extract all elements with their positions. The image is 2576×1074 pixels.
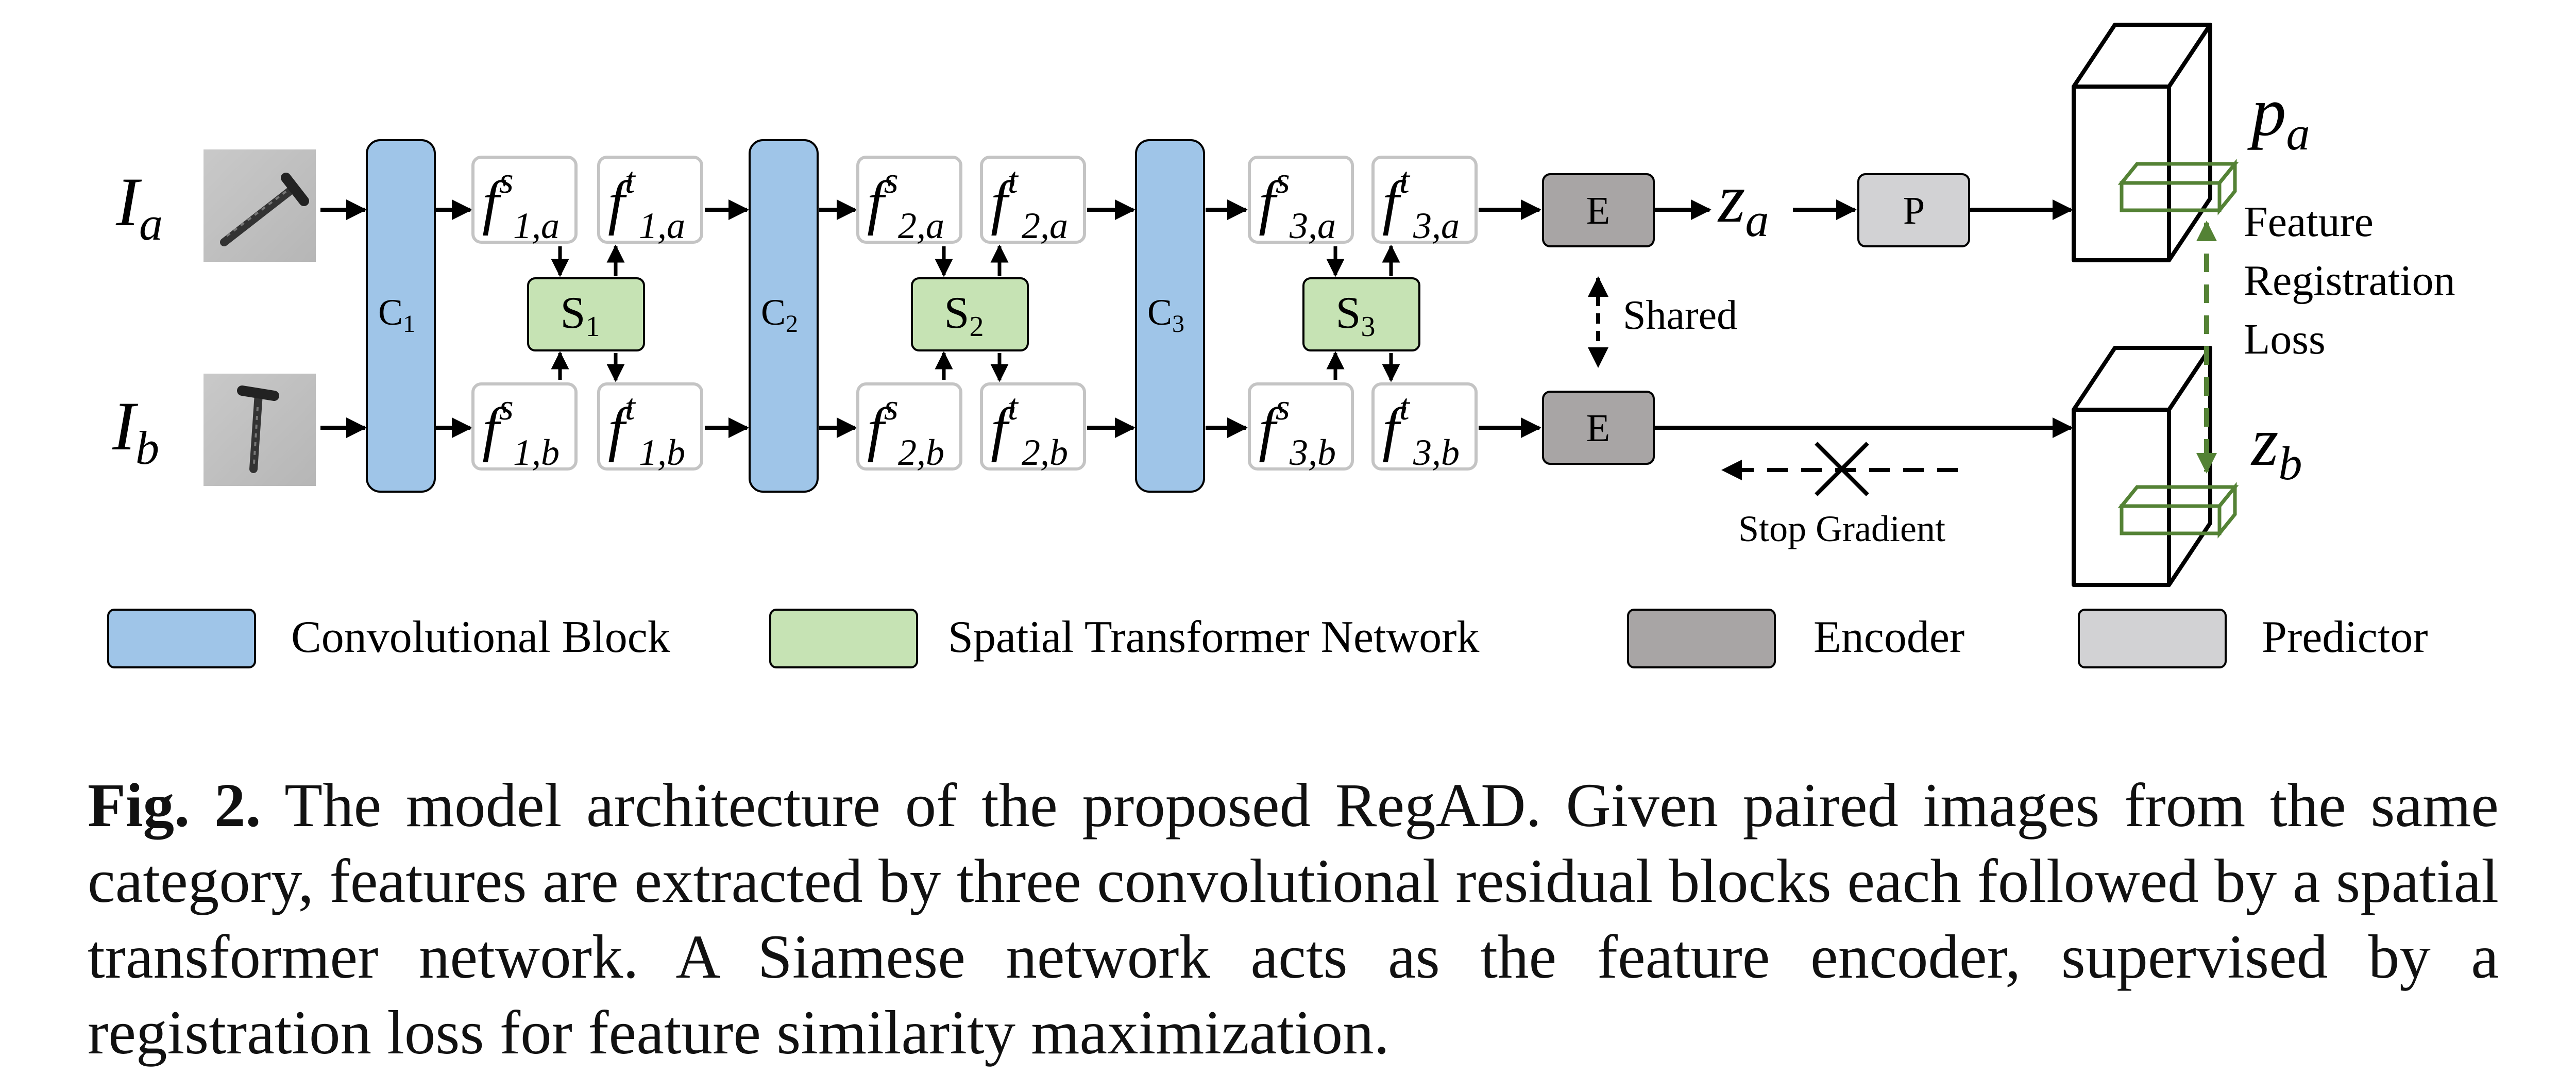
z-a-label: za: [1717, 160, 1769, 246]
conv-block-1: C1: [366, 139, 436, 493]
input-label-a: Ia: [115, 164, 163, 250]
svg-text:Feature: Feature: [2244, 198, 2374, 246]
feature-f2b-s: fs2,b: [856, 382, 962, 473]
feature-cube-pa: [2072, 23, 2212, 262]
svg-text:C2: C2: [761, 292, 798, 338]
svg-text:Predictor: Predictor: [2262, 612, 2428, 662]
figure-caption: Fig. 2. The model architecture of the pr…: [88, 768, 2499, 1071]
legend-item-stn: Spatial Transformer Network: [769, 609, 1479, 668]
input-image-a: [204, 149, 316, 262]
svg-text:E: E: [1586, 407, 1610, 450]
conv-block-2: C2: [749, 139, 819, 493]
feature-cube-zb: [2072, 346, 2212, 587]
legend-item-predictor: Predictor: [2078, 609, 2428, 668]
predictor-block: P: [1857, 173, 1970, 247]
svg-text:fs2,a: fs2,a: [867, 160, 944, 246]
svg-text:S1: S1: [561, 288, 600, 343]
feature-f2a-t: ft2,a: [980, 156, 1086, 246]
input-image-b: [204, 374, 316, 486]
feature-f1a-s: fs1,a: [471, 156, 578, 246]
svg-text:S2: S2: [944, 288, 984, 343]
svg-text:P: P: [1903, 189, 1925, 232]
caption-label: Fig. 2.: [88, 771, 261, 840]
svg-text:fs1,a: fs1,a: [482, 160, 560, 246]
svg-text:C1: C1: [378, 292, 415, 338]
loss-label: Feature Registration Loss: [2244, 198, 2455, 363]
svg-text:C3: C3: [1147, 292, 1184, 338]
caption-text: The model architecture of the proposed R…: [88, 771, 2499, 1067]
encoder-bottom: E: [1542, 391, 1655, 465]
feature-f3b-t: ft3,b: [1371, 382, 1478, 473]
stn-block-1: S1: [527, 277, 645, 351]
svg-text:Stop Gradient: Stop Gradient: [1738, 508, 1945, 549]
feature-f1b-t: ft1,b: [597, 382, 703, 473]
feature-f2b-t: ft2,b: [980, 382, 1086, 473]
stop-gradient: Stop Gradient: [1721, 442, 1958, 549]
shared-label: Shared: [1623, 293, 1737, 338]
encoder-top: E: [1542, 173, 1655, 247]
feature-f3a-s: fs3,a: [1248, 156, 1354, 246]
svg-text:ft3,b: ft3,b: [1382, 387, 1460, 473]
feature-patch-zb: [2117, 482, 2239, 539]
legend: Convolutional Block Spatial Transformer …: [107, 609, 2428, 668]
feature-f3a-t: ft3,a: [1371, 156, 1478, 246]
feature-f1a-t: ft1,a: [597, 156, 703, 246]
svg-text:Spatial Transformer Network: Spatial Transformer Network: [948, 612, 1479, 662]
conv-block-3: C3: [1135, 139, 1205, 493]
svg-text:Encoder: Encoder: [1814, 612, 1964, 662]
feature-f1b-s: fs1,b: [471, 382, 578, 473]
legend-item-conv: Convolutional Block: [107, 609, 670, 668]
stn-block-2: S2: [911, 277, 1029, 351]
svg-text:fs1,b: fs1,b: [482, 387, 560, 473]
svg-text:Registration: Registration: [2244, 257, 2455, 305]
feature-f3b-s: fs3,b: [1248, 382, 1354, 473]
feature-f2a-s: fs2,a: [856, 156, 962, 246]
svg-text:S3: S3: [1336, 288, 1376, 343]
stn-block-3: S3: [1302, 277, 1420, 351]
architecture-diagram: Ia Ib C1 fs1,a ft1,a fs1,b ft1,b S: [107, 23, 2455, 668]
svg-text:E: E: [1586, 189, 1610, 232]
svg-text:Convolutional Block: Convolutional Block: [291, 612, 670, 662]
feature-patch-pa: [2117, 159, 2239, 215]
z-b-label: zb: [2250, 404, 2302, 490]
svg-text:Loss: Loss: [2244, 315, 2326, 363]
input-label-b: Ib: [112, 388, 159, 474]
legend-item-encoder: Encoder: [1627, 609, 1964, 668]
p-a-label: pa: [2247, 74, 2310, 160]
